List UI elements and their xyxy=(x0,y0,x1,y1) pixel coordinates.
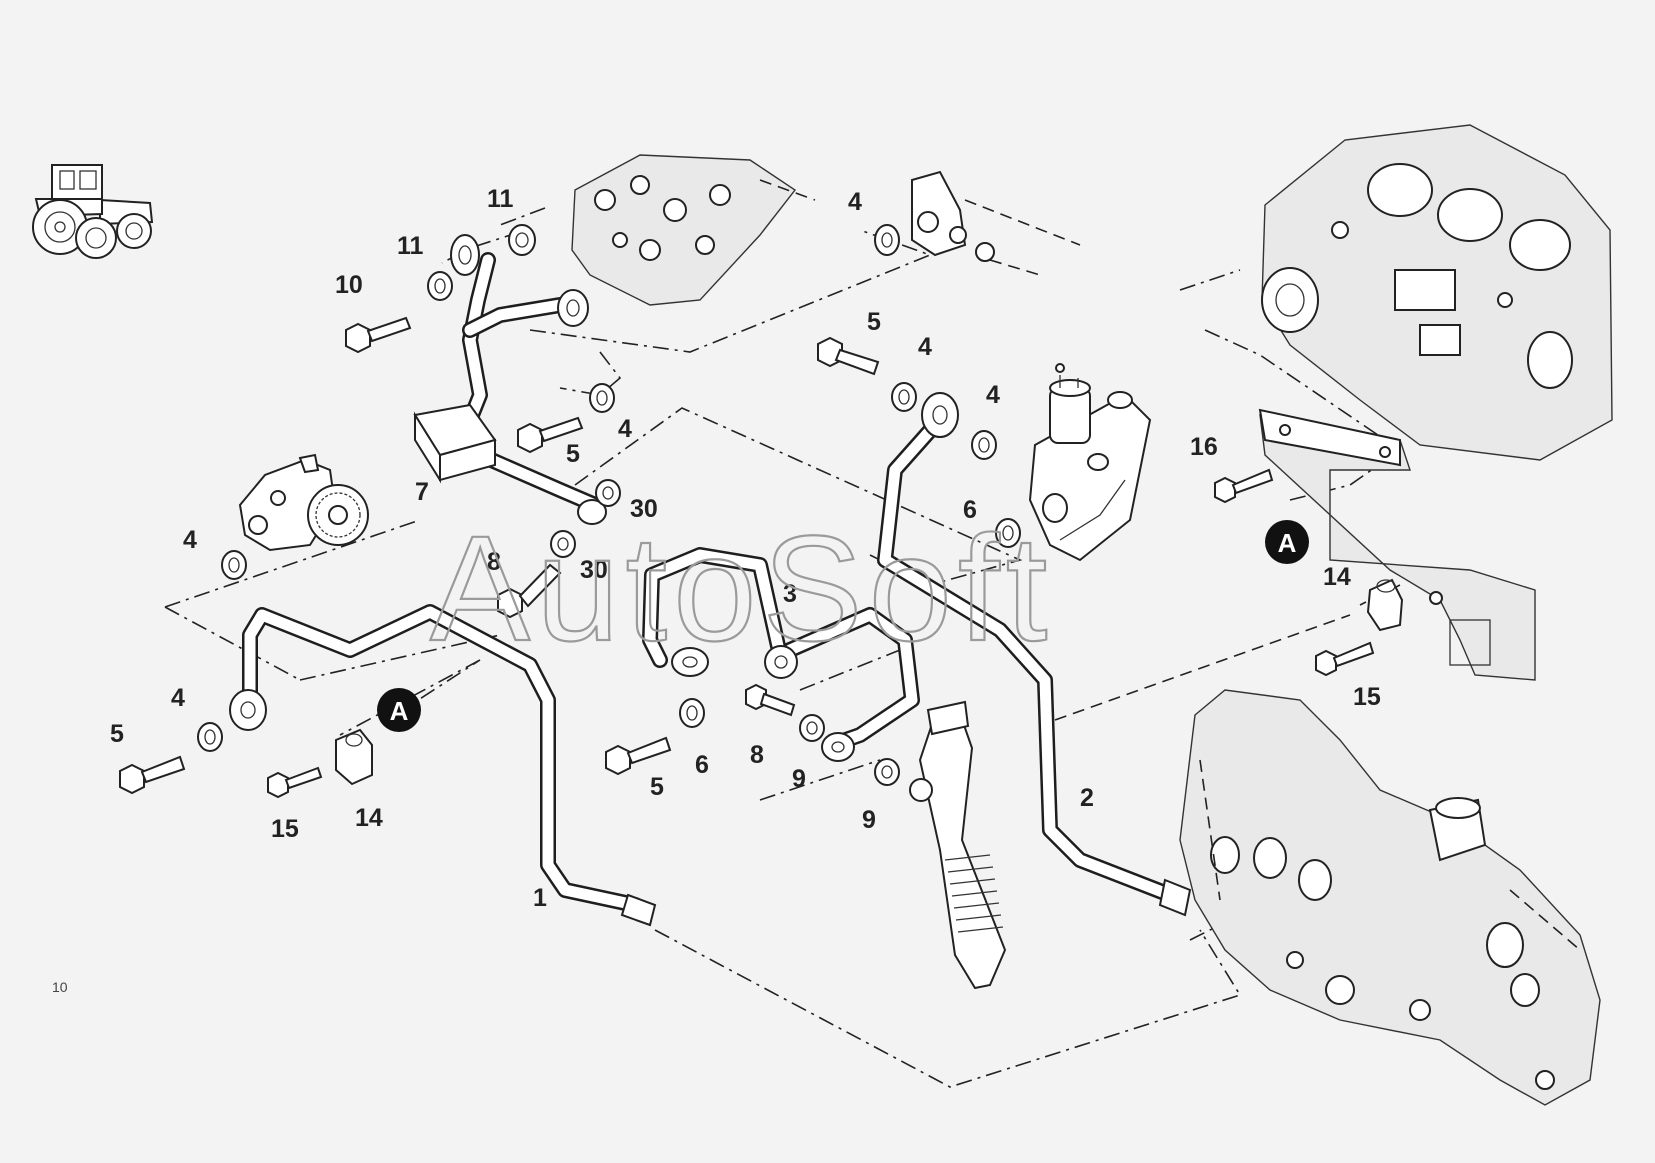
callout-14-left: 14 xyxy=(355,804,383,832)
callout-30-lower: 30 xyxy=(580,556,608,584)
callout-11-lower: 11 xyxy=(397,232,424,260)
callout-9-lower: 9 xyxy=(862,806,876,834)
callout-30-upper: 30 xyxy=(630,495,658,523)
bolt-8-center xyxy=(745,683,796,717)
callout-15-right: 15 xyxy=(1353,683,1381,711)
fuel-filter-head xyxy=(911,170,1081,276)
bolt-16 xyxy=(1214,468,1274,504)
washer-11-lower xyxy=(427,271,453,301)
callout-6-pump: 6 xyxy=(963,496,977,524)
callout-6-center: 6 xyxy=(695,751,709,779)
washer-4-filter xyxy=(874,224,900,256)
bolt-15-left xyxy=(267,766,323,799)
washer-9-lower xyxy=(874,758,900,786)
banjo-bolts xyxy=(119,316,1375,799)
mounting-bracket xyxy=(1258,408,1536,681)
callout-4-feedpump: 4 xyxy=(183,526,197,554)
callout-7: 7 xyxy=(415,478,429,506)
washer-4-feedpump xyxy=(221,550,247,580)
callout-labels: 11 11 10 4 5 4 4 16 4 5 7 6 30 30 4 8 3 … xyxy=(110,185,1381,912)
callout-8-center: 8 xyxy=(750,741,764,769)
bolt-15-right xyxy=(1315,641,1375,677)
callout-3: 3 xyxy=(783,580,797,608)
injector xyxy=(909,700,1007,990)
bolt-8-left xyxy=(497,563,562,619)
clamp-14-left xyxy=(335,728,373,786)
callout-8-left: 8 xyxy=(487,548,501,576)
callout-4-pump: 4 xyxy=(986,381,1000,409)
washer-6-center xyxy=(679,698,705,728)
callout-14-right: 14 xyxy=(1323,563,1351,591)
pipe-2 xyxy=(877,392,1192,917)
pipe-3 xyxy=(642,547,920,762)
washer-4-manifold xyxy=(589,383,615,413)
washer-30-lower xyxy=(550,530,576,558)
callout-9-upper: 9 xyxy=(792,765,806,793)
feed-pump xyxy=(238,453,369,552)
callout-4-left: 4 xyxy=(171,684,185,712)
bolt-5-left xyxy=(119,755,186,795)
callout-5-left: 5 xyxy=(110,720,124,748)
reference-marker-a-left: A xyxy=(377,688,421,732)
callout-10: 10 xyxy=(335,271,363,299)
page-number-fragment: 10 xyxy=(52,979,68,995)
callout-16: 16 xyxy=(1190,433,1218,461)
sealing-washers xyxy=(197,224,1021,786)
reference-marker-a-right-label: A xyxy=(1278,528,1297,558)
callout-1: 1 xyxy=(533,884,547,912)
reference-marker-a-left-label: A xyxy=(390,696,409,726)
timing-cover xyxy=(1179,689,1601,1106)
callout-2: 2 xyxy=(1080,784,1094,812)
clamp-14-right xyxy=(1366,578,1443,632)
callout-4-filter: 4 xyxy=(848,188,862,216)
pipe-7-manifold xyxy=(413,234,607,525)
washer-11-upper xyxy=(508,224,536,256)
washer-4-pump xyxy=(971,430,997,460)
bolt-5-top xyxy=(817,336,880,376)
callout-4-manifold: 4 xyxy=(618,415,632,443)
callout-5-top: 5 xyxy=(867,308,881,336)
engine-block xyxy=(1261,124,1613,461)
callout-4-top: 4 xyxy=(918,333,932,361)
callout-15-left: 15 xyxy=(271,815,299,843)
bolt-5-center xyxy=(605,736,672,776)
washer-4-left xyxy=(197,722,223,752)
cylinder-head-section xyxy=(571,154,816,306)
tractor-icon xyxy=(32,164,154,259)
bolt-10 xyxy=(345,316,412,354)
callout-11-upper: 11 xyxy=(487,185,514,213)
washer-6-pump xyxy=(995,518,1021,548)
reference-marker-a-right: A xyxy=(1265,520,1309,564)
callout-5-center: 5 xyxy=(650,773,664,801)
injection-pump xyxy=(1028,363,1152,562)
watermark-text: AutoSoft xyxy=(430,504,1053,672)
callout-5-mid: 5 xyxy=(566,440,580,468)
bolt-5-mid xyxy=(517,416,584,454)
washer-30-upper xyxy=(595,479,621,507)
pipe-clamps xyxy=(335,578,1443,786)
washer-4-top xyxy=(891,382,917,412)
pipe-1 xyxy=(229,604,657,927)
washer-9-upper xyxy=(799,714,825,742)
